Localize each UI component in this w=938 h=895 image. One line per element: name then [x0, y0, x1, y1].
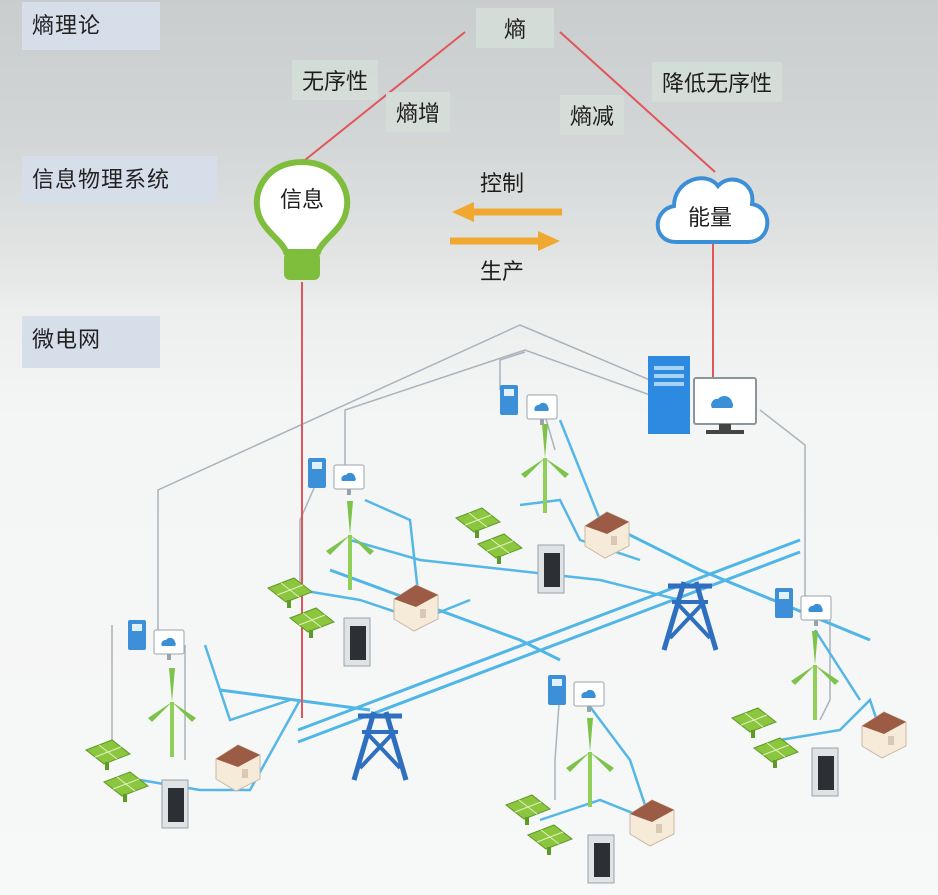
- energy-label: 能量: [688, 206, 733, 231]
- microgrid-cluster: [267, 458, 439, 667]
- layer-label-entropy-theory: 熵理论: [22, 2, 160, 50]
- distribution-lines: [139, 419, 882, 822]
- red-links: [301, 31, 716, 718]
- production-label: 生产: [480, 260, 525, 285]
- entropy-increase-label: 熵增: [386, 92, 451, 132]
- reduce-disorder-label: 降低无序性: [652, 62, 783, 102]
- microgrid-cluster: [455, 385, 630, 594]
- disorder-label: 无序性: [292, 60, 379, 100]
- communication-lines: [111, 324, 831, 800]
- control-label: 控制: [480, 172, 525, 197]
- entropy-decrease-label: 熵减: [560, 95, 625, 135]
- production-arrow: [450, 231, 560, 251]
- microgrid-cluster: [505, 675, 675, 884]
- entropy-label: 熵: [476, 8, 554, 48]
- transmission-tower-icon: [354, 712, 406, 780]
- layer-label-microgrid: 微电网: [22, 316, 160, 368]
- lightbulb-icon: [253, 158, 351, 280]
- cloud-icon: [655, 176, 770, 244]
- layer-label-cps: 信息物理系统: [22, 156, 217, 204]
- server-icon: [648, 356, 690, 434]
- main-grid-lines: [219, 518, 871, 744]
- control-arrow: [452, 202, 562, 222]
- information-label: 信息: [280, 188, 325, 213]
- microgrid-cluster: [731, 588, 907, 797]
- monitor-icon: [693, 377, 757, 434]
